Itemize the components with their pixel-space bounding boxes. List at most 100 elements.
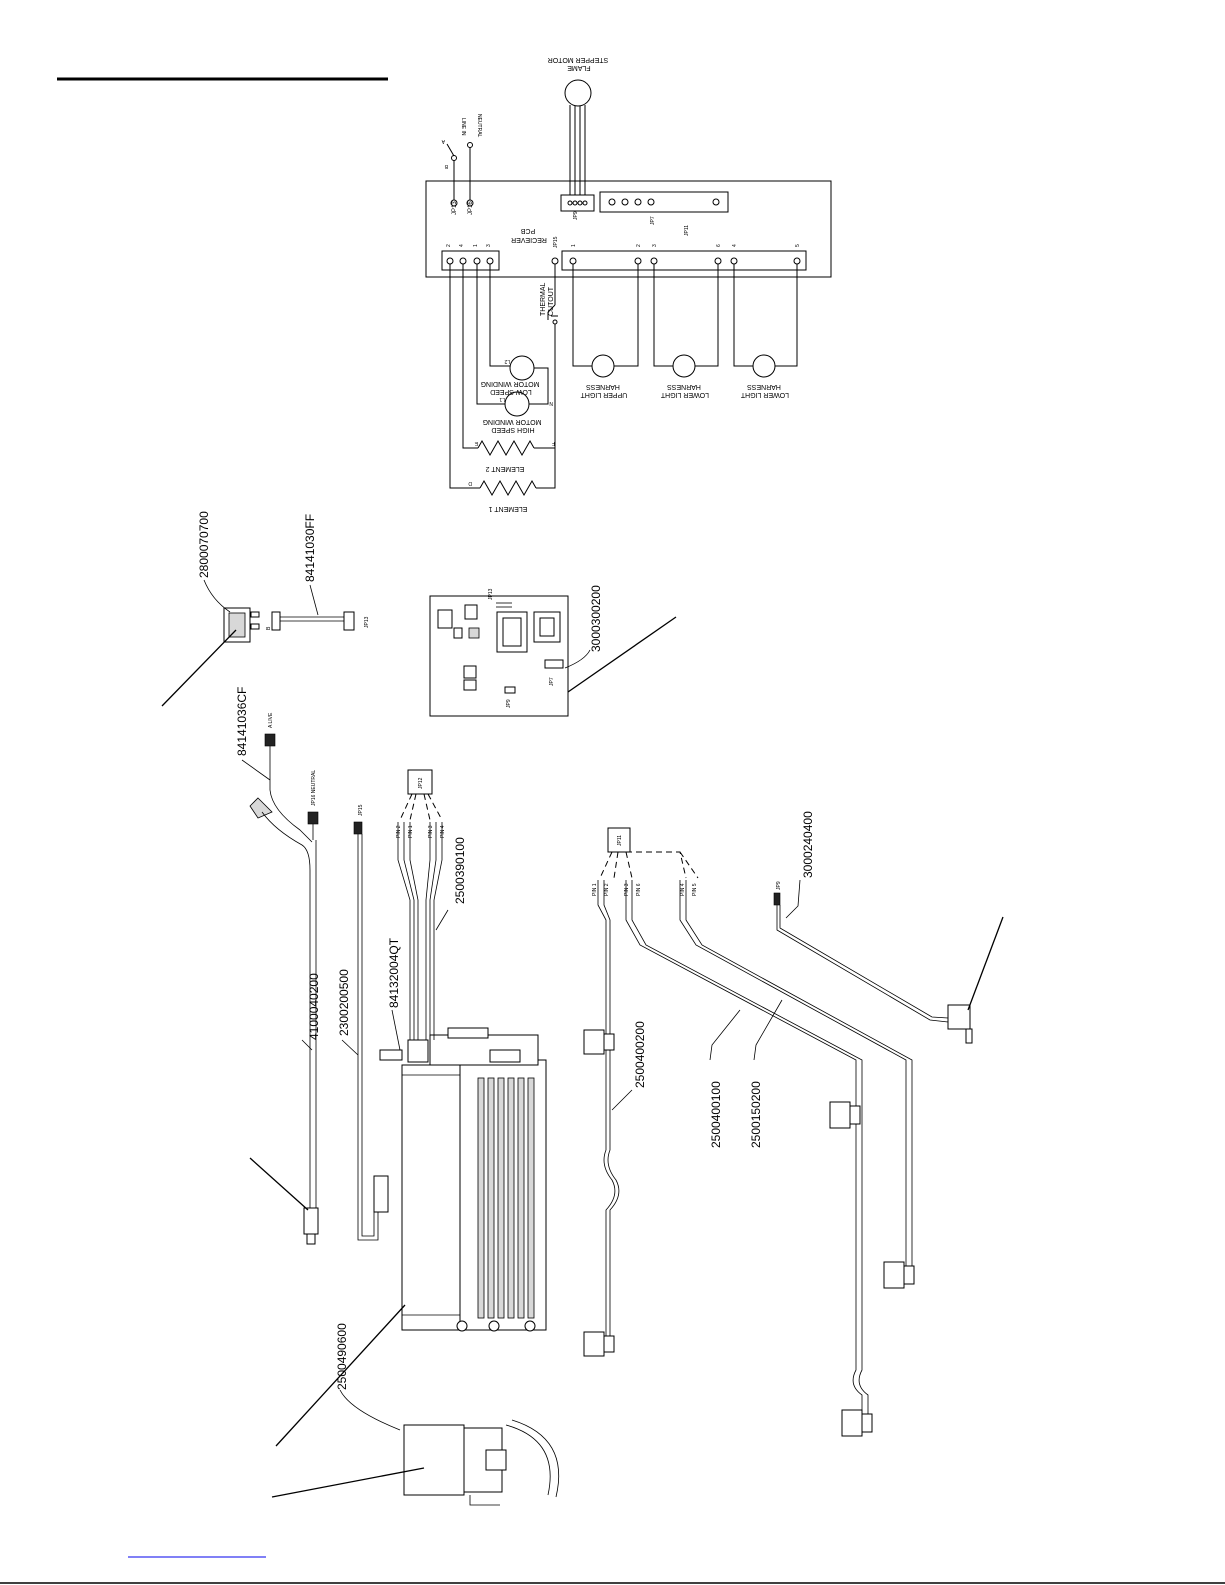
low-speed-motor-winding (509, 355, 535, 381)
part-2300200500-label: 2300200500 (337, 969, 351, 1036)
stepper-leader (967, 916, 1004, 1011)
thermal-cutout (547, 304, 558, 448)
light-harness-2500400200: JP11 2500400200 PIN 1 PIN 2 PIN 3 PIN 6 … (583, 827, 699, 1357)
part-2500150200-label: 2500150200 (749, 1081, 763, 1148)
jp11-terminal-block (561, 250, 807, 271)
svg-text:N: N (549, 400, 553, 406)
part-2500490600-label: 2500490600 (335, 1323, 349, 1390)
harness-84141030ff: 84141030FF B JP13 (266, 514, 370, 631)
svg-text:PIN 1: PIN 1 (592, 883, 598, 896)
switch-a-label: A (441, 138, 445, 144)
lower-light-harness-2-bulb (752, 354, 776, 378)
svg-text:6: 6 (716, 244, 722, 247)
svg-text:PIN 4: PIN 4 (440, 825, 446, 838)
thermal-cutout-label: THERMAL CUTOUT (540, 281, 555, 316)
svg-text:1: 1 (571, 244, 577, 247)
light-socket-lower-3 (883, 1261, 905, 1289)
svg-text:PIN 3: PIN 3 (428, 825, 434, 838)
svg-text:JP13: JP13 (488, 588, 494, 600)
part-3000240400-label: 3000240400 (801, 811, 815, 878)
jp7-label: JP7 (650, 216, 656, 225)
flame-motor-leader (271, 1467, 425, 1498)
light-socket-upper-1 (583, 1029, 605, 1055)
receiver-pcb-label: RECIEVER PCB (509, 227, 547, 243)
svg-text:4: 4 (459, 244, 465, 247)
svg-text:JP12: JP12 (418, 777, 424, 789)
heater-housing (401, 1064, 461, 1331)
jp7-header (599, 191, 729, 213)
part-84132004qt: 84132004QT (387, 937, 401, 1051)
flame-stepper-motor (564, 79, 592, 107)
terminal-block-left (441, 250, 500, 271)
svg-text:L1: L1 (499, 396, 505, 402)
flame-motor-assembly: 2500490600 (271, 1323, 560, 1506)
part-2800070700-label: 2800070700 (197, 511, 211, 578)
part-4100040200-label: 4100040200 (307, 973, 321, 1040)
svg-text:PIN 3: PIN 3 (624, 883, 630, 896)
lower-light-harness-1-bulb (672, 354, 696, 378)
thermal-lead-2300200500: 2300200500 JP15 (337, 804, 389, 1241)
part-2500390100-label: 2500390100 (453, 837, 467, 904)
svg-text:JP13: JP13 (364, 616, 370, 628)
svg-text:PIN 4: PIN 4 (680, 883, 686, 896)
jp15-label: JP15 (553, 236, 559, 248)
svg-text:F: F (552, 440, 555, 446)
upper-light-harness-bulb (591, 354, 615, 378)
svg-text:JP16 NEUTRAL: JP16 NEUTRAL (311, 770, 317, 806)
svg-text:JP15: JP15 (358, 804, 364, 816)
svg-text:4: 4 (732, 244, 738, 247)
high-speed-winding-label: HIGH SPEED MOTOR WINDING (483, 418, 542, 433)
svg-text:PIN 6: PIN 6 (636, 883, 642, 896)
low-speed-winding-label: LOW SPEED MOTOR WINDING (481, 380, 540, 395)
power-cord-harness: 84141036CF 4100040200 A LIVE JP16 NEUTRA… (235, 687, 321, 1245)
light-socket-lower-2 (841, 1409, 863, 1437)
part-2500400100-label: 2500400100 (709, 1081, 723, 1148)
neutral-label: NEUTRAL (476, 114, 482, 138)
stepper-lead-3000240400: JP9 3000240400 (773, 811, 1004, 1044)
part-84141036cf-label: 84141036CF (235, 687, 249, 756)
rocker-switch-leader (161, 629, 237, 707)
light-harness-2500400100: 2500400100 (625, 880, 873, 1437)
schematic-wiring: RECIEVER PCB JP13 JP16 B A LINE IN NEUTR… (425, 56, 832, 512)
upper-light-harness-label: UPPER LIGHT HARNESS (579, 383, 628, 398)
svg-text:JP11: JP11 (617, 835, 623, 846)
jp11-connector (607, 827, 631, 853)
svg-text:A LIVE: A LIVE (268, 712, 274, 728)
element-1-label: ELEMENT 1 (489, 505, 528, 512)
svg-text:JP7: JP7 (549, 677, 555, 686)
svg-text:PIN 5: PIN 5 (692, 883, 698, 896)
heater-leader (275, 1304, 406, 1447)
svg-text:PIN 1: PIN 1 (408, 825, 414, 838)
power-switch-blade (446, 143, 455, 157)
svg-text:3: 3 (652, 244, 658, 247)
harness-2500390100: JP12 2500390100 PIN 2 PIN 1 PIN 3 PIN 4 (396, 769, 467, 1040)
svg-text:JP9: JP9 (506, 699, 512, 708)
svg-text:JP9: JP9 (776, 881, 782, 890)
svg-text:1: 1 (473, 244, 479, 247)
svg-text:E: E (474, 440, 478, 446)
jp15-terminal (551, 257, 559, 265)
light-harness-2500150200: 2500150200 (679, 880, 915, 1289)
heater-assembly (275, 1027, 547, 1447)
element-2-heater (477, 439, 535, 457)
jp16-label: JP16 (468, 201, 474, 215)
receiver-pcb-part: 3000300200 JP7 JP9 JP13 (429, 585, 677, 717)
svg-text:L2: L2 (504, 358, 510, 364)
jp9-label: JP9 (573, 211, 579, 220)
lower-light-harness-1-label: LOWER LIGHT HARNESS (659, 383, 709, 398)
flame-stepper-motor-part (947, 1004, 971, 1030)
part-2500400200-label: 2500400200 (633, 1021, 647, 1088)
flame-stepper-motor-label: FLAME STEPPER MOTOR (548, 56, 609, 71)
svg-text:2: 2 (636, 244, 642, 247)
pcb-leader (567, 616, 677, 693)
rocker-switch: 2800070700 (161, 511, 260, 707)
blower-motor (429, 1034, 539, 1066)
part-3000300200-label: 3000300200 (589, 585, 603, 652)
switch-b-label: B (444, 163, 448, 169)
light-socket-upper-2 (583, 1331, 605, 1357)
power-cord-leader (249, 1157, 309, 1211)
svg-text:PIN 2: PIN 2 (396, 825, 402, 838)
svg-text:5: 5 (795, 244, 801, 247)
